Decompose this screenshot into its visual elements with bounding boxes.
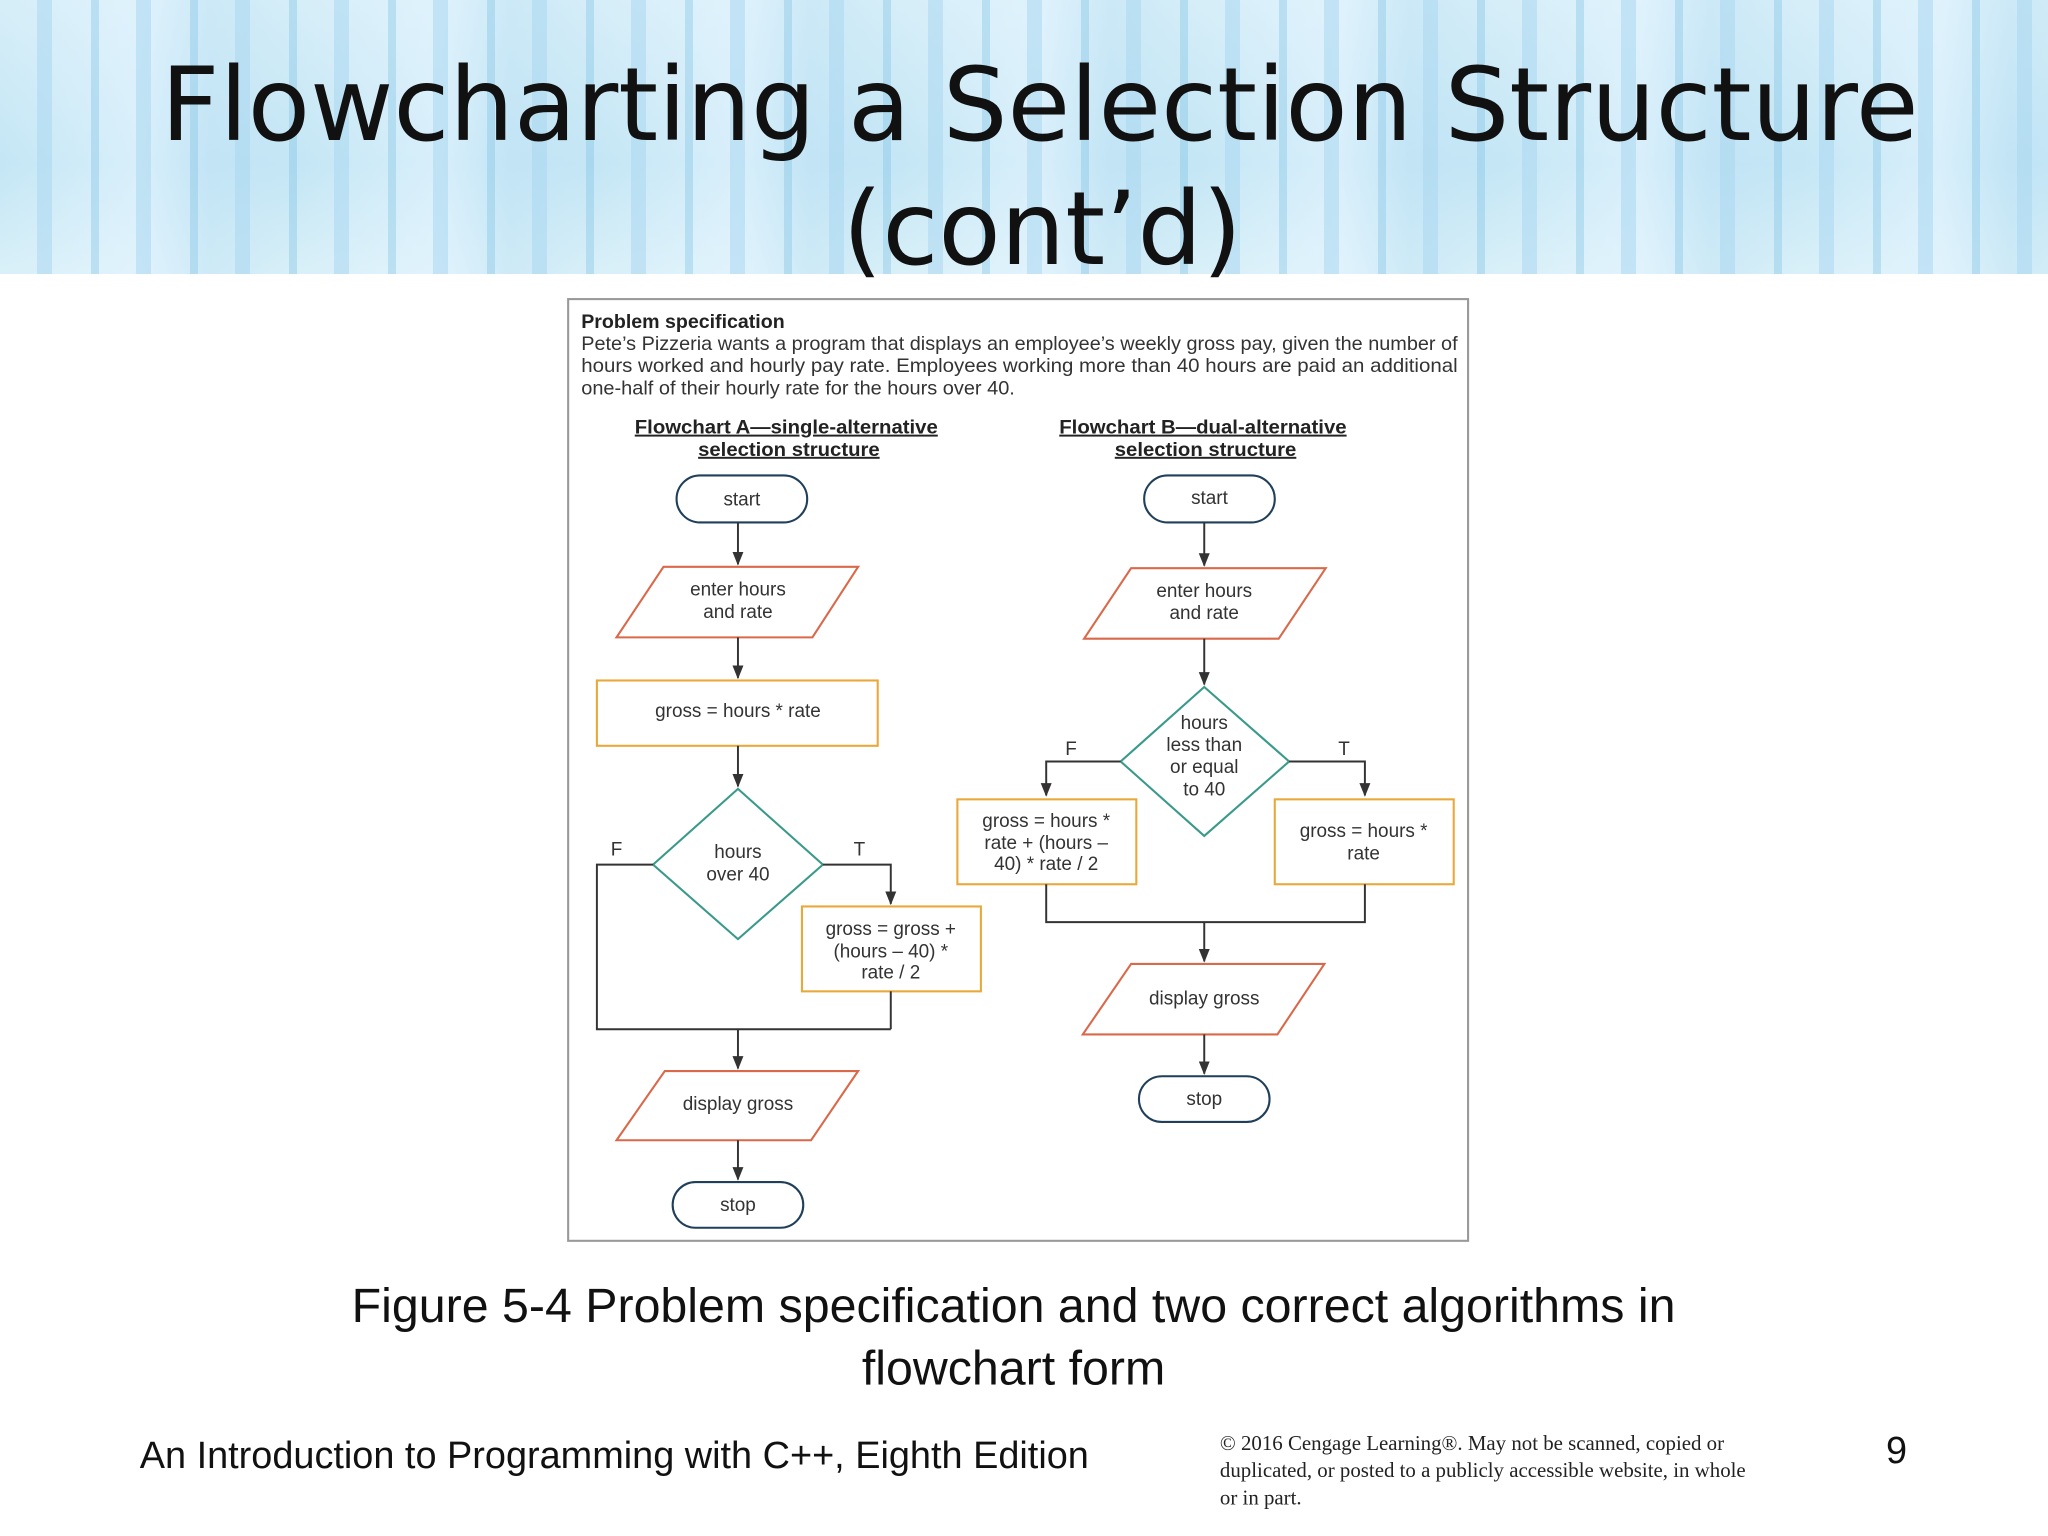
copyright-line: © 2016 Cengage Learning®. May not be sca… <box>1220 1431 1724 1455</box>
page-number: 9 <box>1886 1430 1907 1472</box>
figure-caption: Figure 5-4 Problem specification and two… <box>352 1279 1676 1333</box>
flowchart-b-heading: selection structure <box>1115 439 1297 461</box>
false-process-box <box>956 798 1138 886</box>
process-label: gross = gross + <box>826 919 956 940</box>
process-label: rate / 2 <box>861 962 920 983</box>
true-path <box>822 863 897 906</box>
decision-label: over 40 <box>706 864 769 885</box>
decision-label: less than <box>1166 735 1242 756</box>
copyright-line: duplicated, or posted to a publicly acce… <box>1220 1458 1746 1482</box>
header-background <box>0 0 2048 274</box>
flowchart-b-heading: Flowchart B—dual-alternative <box>1059 417 1346 439</box>
slide-title: Flowcharting a Selection Structure <box>161 46 1919 165</box>
true-label: T <box>1338 739 1350 760</box>
false-path <box>595 863 891 1031</box>
true-label: T <box>854 840 866 861</box>
stop-label: stop <box>1186 1089 1222 1110</box>
flowchart-a-heading: Flowchart A—single-alternative <box>635 417 938 439</box>
decision-label: hours <box>1181 713 1228 734</box>
false-path <box>1040 760 1121 797</box>
decision-diamond <box>651 787 825 941</box>
process-box <box>595 679 879 747</box>
process-label: gross = hours * <box>982 811 1110 832</box>
start-terminal <box>1143 474 1276 524</box>
figure-caption: flowchart form <box>862 1341 1165 1395</box>
start-label: start <box>723 489 761 510</box>
merge-path <box>1045 884 1366 924</box>
copyright-line: or in part. <box>1220 1486 1302 1510</box>
stop-terminal <box>671 1180 805 1229</box>
spec-line: one-half of their hourly rate for the ho… <box>581 377 1015 399</box>
process-label: gross = hours * rate <box>655 701 821 722</box>
flowchart-a: Flowchart A—single-alternative selection… <box>595 417 982 1229</box>
output-parallelogram <box>614 1069 861 1142</box>
input-parallelogram <box>1082 567 1328 640</box>
process-box <box>800 905 982 993</box>
decision-diamond <box>1119 685 1291 838</box>
process-label: 40) * rate / 2 <box>994 854 1098 875</box>
false-label: F <box>611 840 623 861</box>
process-label: gross = hours * <box>1300 821 1428 842</box>
start-label: start <box>1191 488 1229 509</box>
input-label: enter hours <box>1156 581 1252 602</box>
input-label: and rate <box>1170 603 1239 624</box>
decision-label: hours <box>714 842 761 863</box>
flowchart-b: Flowchart B—dual-alternative selection s… <box>956 417 1455 1124</box>
process-label: rate <box>1347 843 1380 864</box>
input-label: enter hours <box>690 580 786 601</box>
input-label: and rate <box>703 602 772 623</box>
false-label: F <box>1065 739 1077 760</box>
decision-label: to 40 <box>1183 779 1225 800</box>
output-label: display gross <box>1149 988 1259 1009</box>
decision-label: or equal <box>1170 757 1238 778</box>
process-label: (hours – 40) * <box>833 941 948 962</box>
output-parallelogram <box>1080 962 1327 1036</box>
true-path <box>1289 760 1371 797</box>
stop-label: stop <box>720 1195 756 1216</box>
spec-title: Problem specification <box>581 311 784 333</box>
spec-line: Pete’s Pizzeria wants a program that dis… <box>581 333 1458 355</box>
footer-book-title: An Introduction to Programming with C++,… <box>140 1435 1089 1477</box>
process-label: rate + (hours – <box>984 833 1108 854</box>
input-parallelogram <box>614 565 861 639</box>
start-terminal <box>675 474 809 524</box>
flowchart-a-heading: selection structure <box>698 439 880 461</box>
slide-title-cont: (cont’d) <box>843 170 1242 289</box>
output-label: display gross <box>683 1094 793 1115</box>
spec-line: hours worked and hourly pay rate. Employ… <box>581 355 1457 377</box>
stop-terminal <box>1137 1075 1271 1124</box>
